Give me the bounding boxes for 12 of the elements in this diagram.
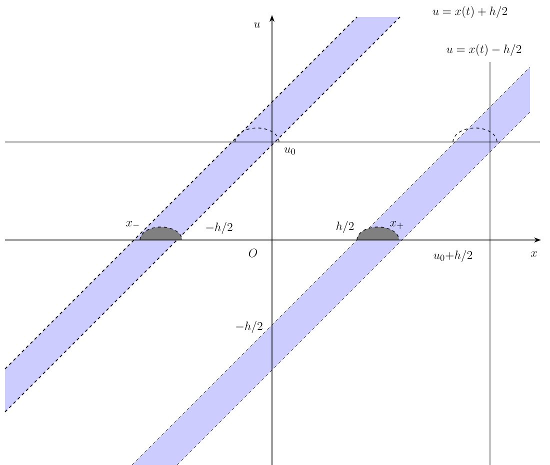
- equation-label: $u = x(t) + h/2$: [432, 6, 508, 18]
- origin-label: $O$: [248, 248, 258, 258]
- axis-label: $u$: [254, 22, 260, 28]
- point-label: $x_+$: [390, 221, 404, 229]
- tick-label: $h/2$: [336, 221, 354, 233]
- equation-label: $u = x(t) - h/2$: [446, 44, 522, 56]
- tick-label: $u_0{+}h/2$: [434, 250, 472, 262]
- tick-label: $u_0$: [284, 147, 296, 155]
- axis-label: $x$: [531, 251, 537, 257]
- tick-label: $-h/2$: [206, 222, 232, 234]
- tick-label: $-h/2$: [236, 321, 262, 333]
- point-label: $x_-$: [126, 221, 139, 226]
